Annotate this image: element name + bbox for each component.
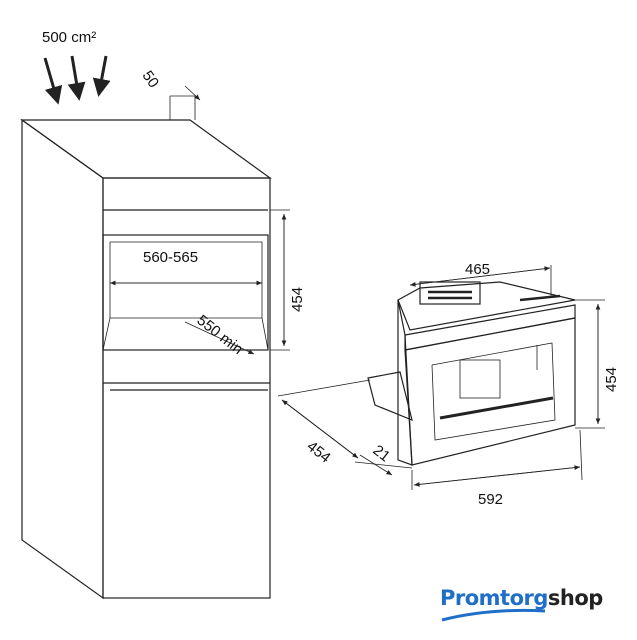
tall-cabinet: [20, 95, 272, 600]
promtorgshop-logo: Promtorgshop: [440, 586, 603, 610]
niche-height-label: 454: [289, 287, 306, 312]
drip-tray-grid-icon: [439, 396, 554, 420]
niche-depth-label: 550 min: [194, 312, 247, 358]
top-gap-label: 50: [139, 68, 162, 91]
machine-width-label: 592: [478, 491, 503, 508]
coffee-machine: [367, 281, 576, 466]
logo-part1: Promtorg: [440, 586, 548, 610]
logo-part2: shop: [547, 586, 603, 610]
machine-height-label: 454: [603, 367, 620, 392]
front-offset-label: 21: [370, 442, 394, 466]
niche-width-label: 560-565: [143, 249, 198, 266]
machine-depth-label: 454: [304, 438, 334, 467]
ventilation-label: 500 cm²: [42, 29, 96, 46]
airflow-arrows-icon: [43, 55, 111, 105]
logo-swoosh-icon: [441, 608, 546, 622]
machine-depth-top-label: 465: [465, 261, 490, 278]
